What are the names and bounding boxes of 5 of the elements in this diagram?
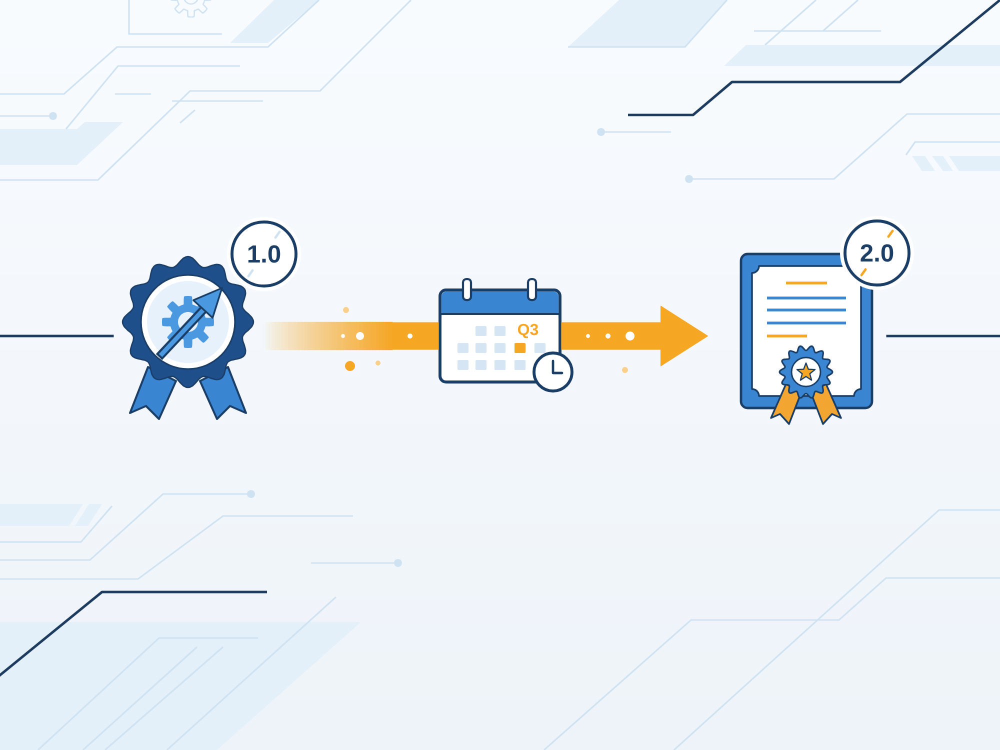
connector-line bbox=[886, 334, 1000, 338]
version-badge: 2.0 bbox=[840, 216, 914, 290]
version-badge: 1.0 bbox=[227, 217, 301, 291]
light-streak bbox=[262, 322, 439, 350]
connector-line bbox=[0, 334, 114, 338]
